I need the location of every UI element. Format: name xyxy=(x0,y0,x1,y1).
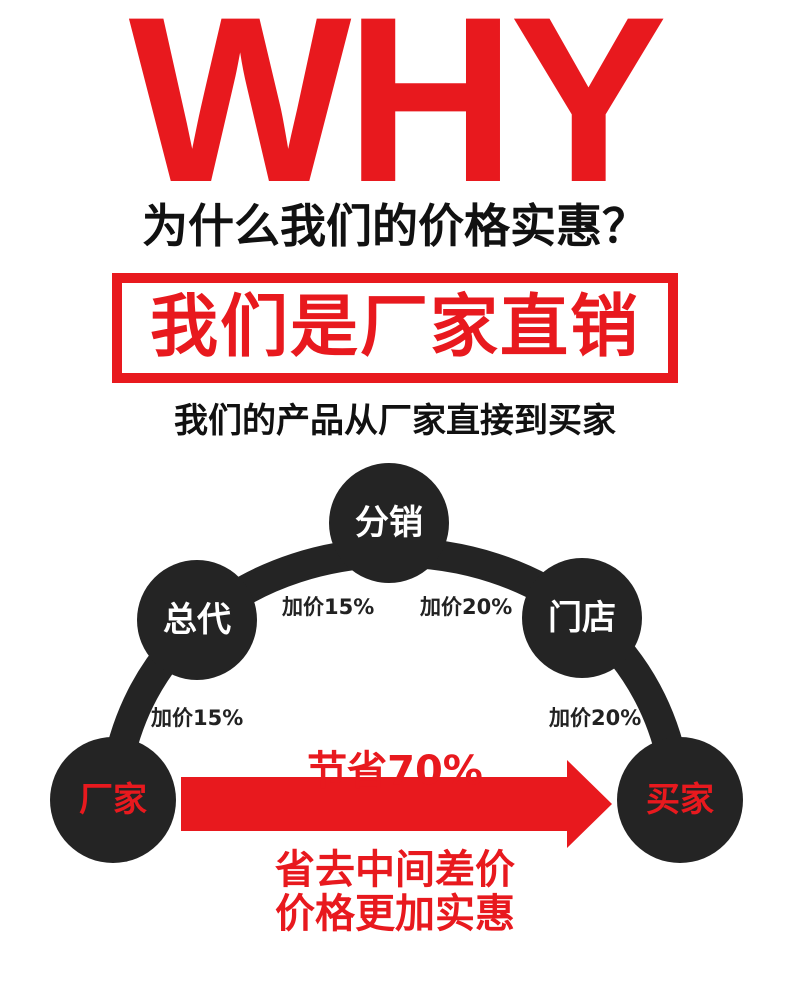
question-title: 为什么我们的价格实惠？ xyxy=(142,199,648,253)
node-distributor: 分销 xyxy=(329,463,449,583)
banner-text: 我们是厂家直销 xyxy=(122,283,668,373)
node-buyer: 买家 xyxy=(617,737,743,863)
node-general-agent: 总代 xyxy=(137,560,257,680)
node-factory: 厂家 xyxy=(50,737,176,863)
node-store: 门店 xyxy=(522,558,642,678)
markup-distributor-to-store: 加价20% xyxy=(420,595,513,619)
subtitle: 我们的产品从厂家直接到买家 xyxy=(174,401,616,441)
markup-agent-to-distributor: 加价15% xyxy=(282,595,375,619)
headline-why: WHY xyxy=(128,0,668,232)
savings-arrow xyxy=(181,760,612,848)
conclusion-line-2: 价格更加实惠 xyxy=(275,891,515,937)
banner-box: 我们是厂家直销 xyxy=(112,273,678,383)
markup-factory-to-agent: 加价15% xyxy=(151,706,244,730)
markup-store-to-buyer: 加价20% xyxy=(549,706,642,730)
savings-label: 节省70% xyxy=(307,748,483,794)
conclusion-line-1: 省去中间差价 xyxy=(275,847,515,893)
